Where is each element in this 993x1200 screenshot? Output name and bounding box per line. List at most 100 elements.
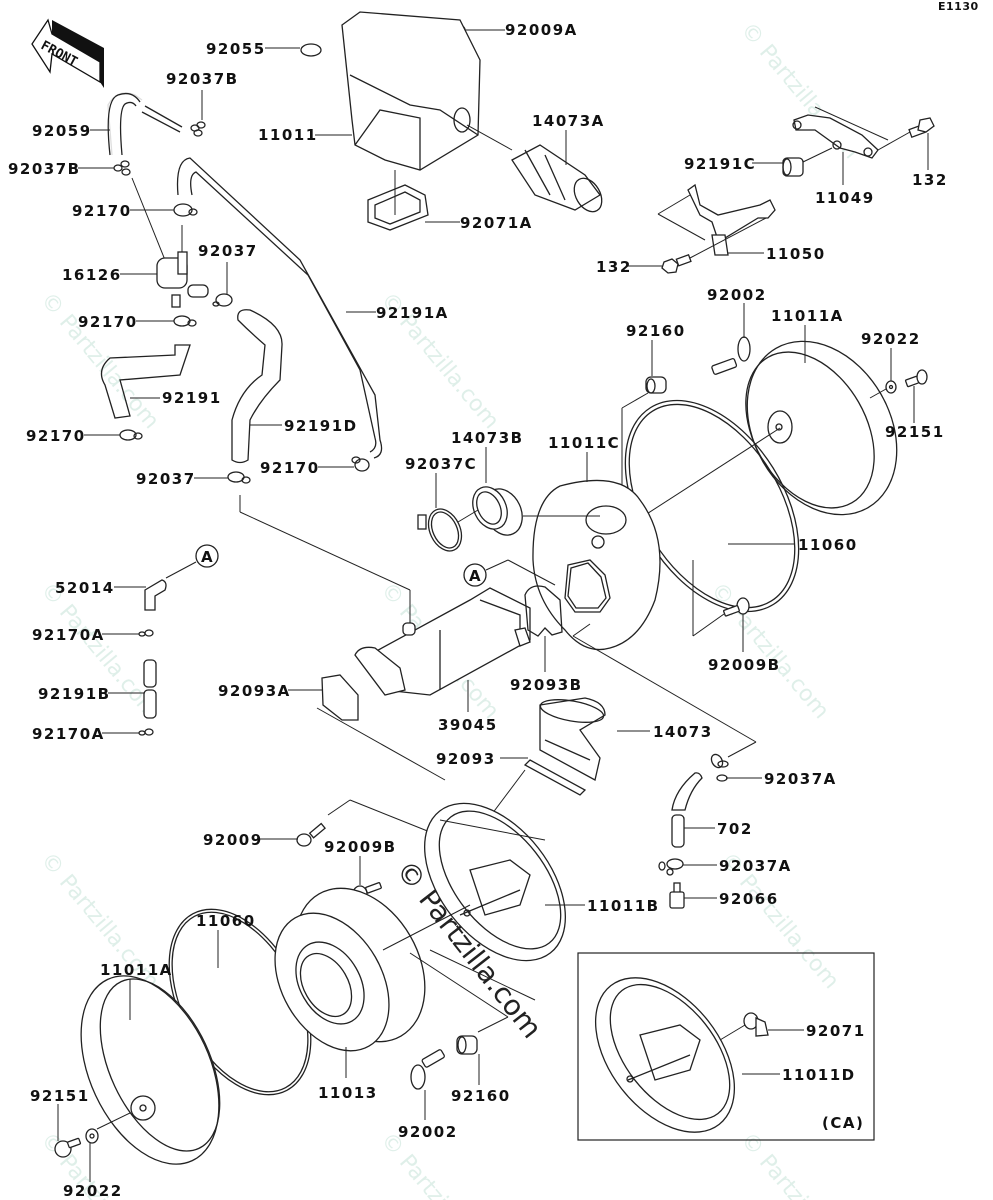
housing-11011B <box>424 802 566 962</box>
diagram-code: E1130 <box>938 0 979 13</box>
label-92037-a: 92037 <box>198 242 258 260</box>
hose-92191D <box>231 309 283 464</box>
clamp-92170-c <box>119 429 143 441</box>
grommet-92160-bottom <box>456 1035 478 1055</box>
label-92093A: 92093A <box>218 682 291 700</box>
clamp-92037B-top <box>190 121 206 137</box>
clamp-92037-a <box>212 293 233 307</box>
label-92160-bottom: 92160 <box>451 1087 511 1105</box>
label-92191C: 92191C <box>684 155 756 173</box>
gasket-92093A <box>321 674 359 721</box>
label-132-a: 132 <box>912 171 948 189</box>
label-92009A: 92009A <box>505 21 578 39</box>
label-92066: 92066 <box>719 890 779 908</box>
duct-14073A <box>511 144 603 213</box>
label-92170A-a: 92170A <box>32 626 105 644</box>
label-92071: 92071 <box>806 1022 866 1040</box>
inlet-duct-14073 <box>539 697 606 781</box>
label-92191: 92191 <box>162 389 222 407</box>
label-92093: 92093 <box>436 750 496 768</box>
label-702: 702 <box>717 820 753 838</box>
cover-11011A-top <box>745 340 898 516</box>
label-92037-b: 92037 <box>136 470 196 488</box>
label-14073A: 14073A <box>532 112 605 130</box>
label-92022-top: 92022 <box>861 330 921 348</box>
label-92093B: 92093B <box>510 676 583 694</box>
label-92009B-top: 92009B <box>708 656 781 674</box>
label-92037C: 92037C <box>405 455 477 473</box>
clamp-92037A-b <box>658 858 684 876</box>
seal-92071A <box>367 184 429 231</box>
hose-92059 <box>107 92 141 156</box>
label-92151-bottom: 92151 <box>30 1087 90 1105</box>
clamp-92170-d <box>351 456 370 472</box>
gasket-92093 <box>523 759 587 796</box>
label-92002-top: 92002 <box>707 286 767 304</box>
clamp-92170A-a <box>138 629 154 637</box>
filter-element-11013 <box>274 887 426 1052</box>
label-132-b: 132 <box>596 258 632 276</box>
bolt-92002-top <box>711 336 751 375</box>
svg-text:A: A <box>469 567 482 585</box>
label-92037A-a: 92037A <box>764 770 837 788</box>
label-11011C: 11011C <box>548 434 620 452</box>
bolt-132-a <box>908 117 935 138</box>
screw-92009 <box>296 822 326 847</box>
label-11013: 11013 <box>318 1084 378 1102</box>
valve-16126 <box>156 251 209 308</box>
label-92022-bottom: 92022 <box>63 1182 123 1200</box>
label-92037A-b: 92037A <box>719 857 792 875</box>
air-box-11011 <box>341 11 481 171</box>
backplate-11011C <box>532 479 661 651</box>
label-92191D: 92191D <box>284 417 358 435</box>
label-11011: 11011 <box>258 126 318 144</box>
clamp-92037-b <box>227 471 251 484</box>
label-92055: 92055 <box>206 40 266 58</box>
clamp-92170A-b <box>138 728 154 736</box>
label-92151-top: 92151 <box>885 423 945 441</box>
elbow-92071 <box>743 1012 769 1037</box>
label-39045: 39045 <box>438 716 498 734</box>
label-92170-d: 92170 <box>260 459 320 477</box>
label-52014: 52014 <box>55 579 115 597</box>
reference-marker-a-center: A <box>463 563 487 587</box>
clamp-92037B-left <box>113 160 131 176</box>
clamp-92170-a <box>173 203 198 217</box>
label-92071A: 92071A <box>460 214 533 232</box>
clamp-92037A-a <box>710 753 729 782</box>
screw-92151-bottom <box>54 1137 82 1158</box>
clamp-92170-b <box>173 315 197 327</box>
label-11011A-bottom: 11011A <box>100 961 173 979</box>
pipe-92059 <box>144 105 183 128</box>
label-92160-top: 92160 <box>626 322 686 340</box>
label-11011A-top: 11011A <box>771 307 844 325</box>
hose-92191B <box>143 659 157 719</box>
bolt-92002-bottom <box>410 1049 445 1090</box>
housing-11011D <box>594 977 736 1133</box>
hose-92191A <box>176 157 383 459</box>
duct-housing-39045 <box>354 587 531 696</box>
bracket-11049 <box>792 114 879 159</box>
label-16126: 16126 <box>62 266 122 284</box>
duct-14073B <box>472 486 523 536</box>
label-14073B: 14073B <box>451 429 524 447</box>
o-ring-92055 <box>300 43 322 57</box>
label-11011B: 11011B <box>587 897 660 915</box>
gasket-92093B <box>524 585 563 637</box>
hose-702 <box>671 772 703 848</box>
label-92191B: 92191B <box>38 685 111 703</box>
variant-inset-box <box>577 952 875 1141</box>
washer-92022-bottom <box>85 1128 99 1144</box>
elbow-52014 <box>144 579 167 611</box>
label-11050: 11050 <box>766 245 826 263</box>
bolt-132-b <box>661 253 692 274</box>
watermark: © Partzilla.com <box>705 578 833 724</box>
cover-11011A-bottom <box>80 975 221 1165</box>
label-11011D: 11011D <box>782 1066 856 1084</box>
fitting-92066 <box>669 882 685 909</box>
label-11060-top: 11060 <box>798 536 858 554</box>
washer-92022-top <box>885 380 897 394</box>
label-92170-a: 92170 <box>72 202 132 220</box>
label-92170A-b: 92170A <box>32 725 105 743</box>
